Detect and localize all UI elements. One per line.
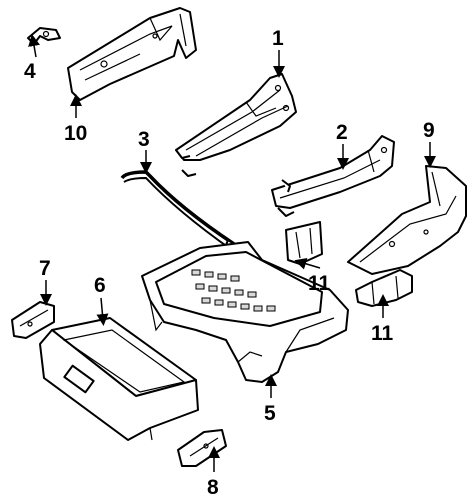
part-10-side-shield [67, 7, 197, 101]
part-11-bracket-lower [355, 269, 413, 307]
callout-labels: 1 2 3 4 5 6 7 8 9 10 11 11 [24, 27, 435, 499]
part-6-storage-drawer [39, 317, 199, 441]
callout-6: 6 [94, 274, 106, 297]
part-9-outboard-shield [347, 165, 467, 275]
callout-3: 3 [138, 128, 150, 151]
part-2-inboard-adjuster [271, 135, 395, 217]
callout-10: 10 [64, 122, 87, 145]
leader-11-upper [294, 257, 321, 270]
callout-11-lower: 11 [371, 322, 394, 345]
leader-4 [28, 34, 40, 58]
part-11-bracket-upper [285, 221, 323, 265]
callout-9: 9 [423, 119, 435, 142]
leader-lines [28, 34, 436, 472]
callout-4: 4 [24, 60, 36, 83]
frame-holes [191, 269, 276, 312]
callout-5: 5 [264, 402, 276, 425]
part-1-seat-adjuster [175, 73, 297, 177]
part-8-bracket [177, 429, 227, 467]
callout-8: 8 [207, 476, 219, 499]
callout-11-upper: 11 [308, 272, 331, 295]
part-5-seat-frame [141, 241, 349, 383]
leader-6 [96, 297, 109, 326]
callout-2: 2 [336, 121, 348, 144]
callout-1: 1 [272, 27, 284, 50]
part-7-bracket [11, 301, 55, 339]
callout-7: 7 [39, 257, 51, 280]
part-3-cable [120, 170, 241, 257]
